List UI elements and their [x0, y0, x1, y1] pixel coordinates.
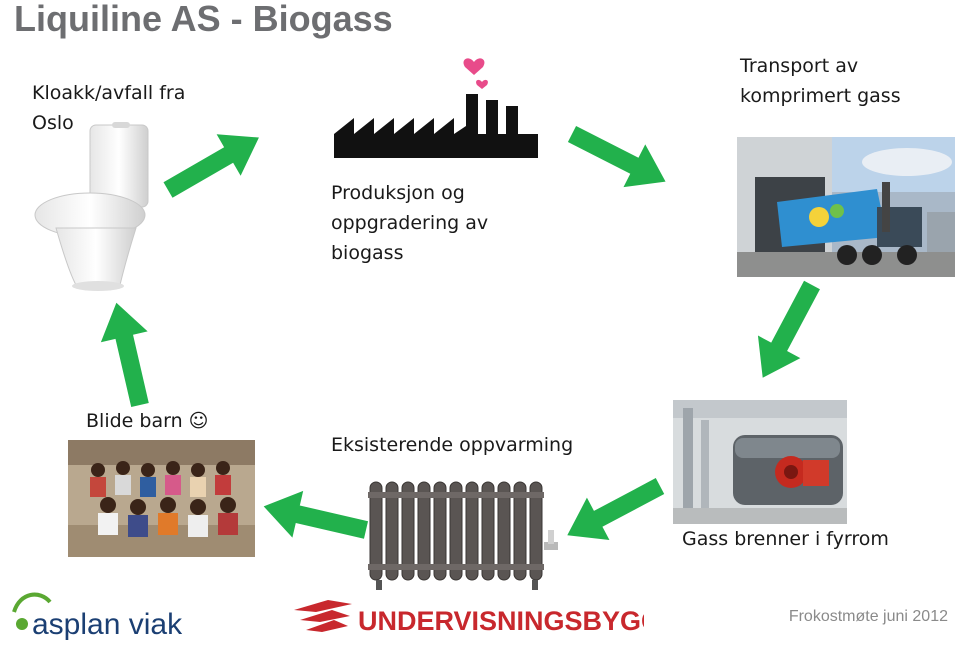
label-burner: Gass brenner i fyrrom — [682, 528, 889, 550]
boiler-photo — [673, 400, 847, 524]
children-photo — [68, 440, 255, 557]
arrow-heating-to-children — [258, 482, 372, 554]
footer-date: Frokostmøte juni 2012 — [788, 608, 948, 625]
label-source: Kloakk/avfall fra Oslo — [32, 82, 186, 134]
arrow-burner-to-heating — [556, 464, 672, 557]
page-title: Liquiline AS - Biogass — [14, 0, 393, 39]
toilet-image — [28, 120, 168, 295]
label-heating: Eksisterende oppvarming — [331, 434, 574, 456]
asplan-viak-logo: asplan viak — [6, 584, 206, 640]
label-production: Produksjon og oppgradering av biogass — [331, 182, 489, 264]
label-children: Blide barn ☺ — [86, 410, 209, 432]
asplan-viak-logo-text: asplan viak — [32, 608, 183, 640]
factory-icon — [332, 48, 540, 160]
undervisningsbygg-logo: UNDERVISNINGSBYGG — [292, 594, 644, 638]
arrow-children-to-source — [92, 297, 164, 411]
arrow-transport-to-burner — [741, 273, 834, 389]
label-transport: Transport av komprimert gass — [740, 55, 901, 107]
radiator-image — [362, 472, 562, 592]
arrow-production-to-transport — [561, 112, 677, 204]
truck-photo — [737, 137, 955, 277]
undervisningsbygg-logo-text: UNDERVISNINGSBYGG — [358, 606, 644, 636]
